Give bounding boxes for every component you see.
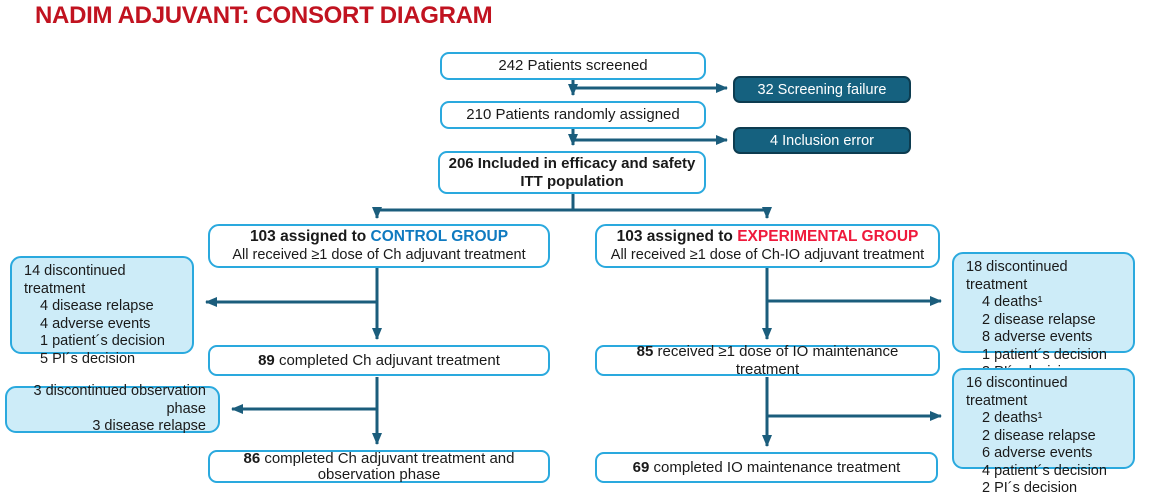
- control-discontinued-item: 5 PI´s decision: [40, 350, 136, 367]
- io-completed-text: 69 completed IO maintenance treatment: [603, 459, 930, 477]
- io-discontinued-item: 2 disease relapse: [982, 427, 1096, 444]
- observation-discontinued-line: 3 disease relapse: [92, 418, 206, 435]
- experimental-discontinued-item: 2 disease relapse: [982, 311, 1096, 328]
- experimental-group-label: EXPERIMENTAL GROUP: [737, 228, 919, 245]
- box-control-observation-discontinued: 3 discontinued observation phase 3 disea…: [5, 383, 220, 435]
- experimental-group-headline: 103 assigned to EXPERIMENTAL GROUP: [603, 228, 932, 246]
- randomly-assigned-text: 210 Patients randomly assigned: [466, 106, 680, 123]
- box-randomly-assigned: 210 Patients randomly assigned: [440, 101, 706, 129]
- itt-line2: ITT population: [520, 172, 624, 190]
- control-discontinued-item: 4 adverse events: [40, 315, 151, 332]
- box-io-completed: 69 completed IO maintenance treatment: [595, 452, 938, 483]
- box-ch-completed: 89 completed Ch adjuvant treatment: [208, 345, 550, 376]
- io-completed-label: completed IO maintenance treatment: [649, 458, 901, 476]
- experimental-group-detail: All received ≥1 dose of Ch-IO adjuvant t…: [610, 247, 925, 263]
- experimental-discontinued-item: 1 patient´s decision: [982, 346, 1107, 363]
- box-control-group: 103 assigned to CONTROL GROUP All receiv…: [208, 224, 550, 268]
- io-discontinued-item: 4 patient´s decision: [982, 462, 1107, 479]
- box-experimental-discontinued: 18 discontinued treatment 4 deaths¹ 2 di…: [952, 252, 1135, 380]
- io-discontinued-title: 16 discontinued treatment: [966, 375, 1068, 409]
- io-received-text: 85 received ≥1 dose of IO maintenance tr…: [603, 343, 932, 379]
- box-experimental-group: 103 assigned to EXPERIMENTAL GROUP All r…: [595, 224, 940, 268]
- io-received-label: received ≥1 dose of IO maintenance treat…: [653, 342, 899, 378]
- io-discontinued-item: 2 PI´s decision: [982, 480, 1078, 492]
- ch-completed-text: 89 completed Ch adjuvant treatment: [216, 352, 542, 370]
- control-discontinued-item: 4 disease relapse: [40, 298, 154, 314]
- box-itt-population: 206 Included in efficacy and safety ITT …: [438, 151, 706, 194]
- ch-obs-completed-text: 86 completed Ch adjuvant treatment and o…: [216, 449, 542, 483]
- ch-completed-count: 89: [258, 351, 275, 369]
- itt-line1: 206 Included in efficacy and safety: [448, 154, 696, 172]
- ch-completed-label: completed Ch adjuvant treatment: [274, 351, 500, 369]
- box-inclusion-error: 4 Inclusion error: [733, 127, 911, 154]
- observation-discontinued-line: 3 discontinued observation phase: [33, 383, 206, 417]
- control-group-headline: 103 assigned to CONTROL GROUP: [216, 228, 542, 246]
- io-completed-count: 69: [632, 458, 650, 476]
- control-assigned-text: 103 assigned to: [249, 228, 371, 245]
- box-control-discontinued: 14 discontinued treatment 4 disease rela…: [10, 256, 194, 367]
- experimental-assigned-text: 103 assigned to: [616, 228, 738, 245]
- box-ch-obs-completed: 86 completed Ch adjuvant treatment and o…: [208, 450, 550, 483]
- control-group-detail: All received ≥1 dose of Ch adjuvant trea…: [232, 247, 526, 263]
- control-discontinued-item: 1 patient´s decision: [40, 333, 165, 349]
- control-discontinued-title: 14 discontinued treatment: [24, 263, 126, 297]
- experimental-discontinued-title: 18 discontinued treatment: [966, 259, 1068, 293]
- ch-obs-completed-label: completed Ch adjuvant treatment and obse…: [260, 449, 515, 483]
- experimental-discontinued-item: 4 deaths¹: [982, 294, 1043, 310]
- control-group-label: CONTROL GROUP: [370, 228, 509, 245]
- io-discontinued-item: 6 adverse events: [982, 445, 1093, 461]
- ch-obs-completed-count: 86: [243, 449, 261, 467]
- inclusion-error-text: 4 Inclusion error: [770, 132, 874, 149]
- io-discontinued-item: 2 deaths¹: [982, 410, 1043, 426]
- page-title: NADIM ADJUVANT: CONSORT DIAGRAM: [35, 2, 493, 29]
- experimental-discontinued-item: 8 adverse events: [982, 329, 1093, 345]
- box-io-received: 85 received ≥1 dose of IO maintenance tr…: [595, 343, 940, 379]
- box-io-discontinued: 16 discontinued treatment 2 deaths¹ 2 di…: [952, 368, 1135, 492]
- box-screening-failure: 32 Screening failure: [733, 76, 911, 103]
- io-received-count: 85: [636, 342, 654, 360]
- patients-screened-text: 242 Patients screened: [498, 57, 648, 74]
- screening-failure-text: 32 Screening failure: [757, 81, 887, 98]
- box-patients-screened: 242 Patients screened: [440, 52, 706, 80]
